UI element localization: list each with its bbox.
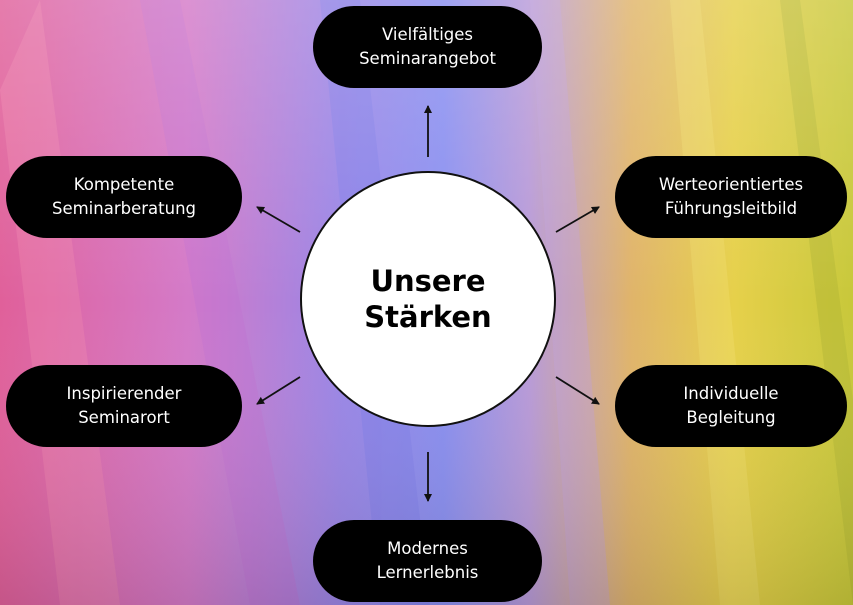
arrow-to-upper-right <box>555 206 600 233</box>
strength-top-pill: Vielfältiges Seminarangebot <box>313 6 542 88</box>
strength-bottom-pill: Modernes Lernerlebnis <box>313 520 542 602</box>
strength-upper-left-pill: Kompetente Seminarberatung <box>6 156 242 238</box>
strength-upper-right-pill: Werteorientiertes Führungsleitbild <box>615 156 847 238</box>
strength-lower-right-pill: Individuelle Begleitung <box>615 365 847 447</box>
arrow-to-lower-left <box>256 376 301 405</box>
arrow-to-upper-left <box>256 206 301 233</box>
strength-lower-left-pill: Inspirierender Seminarort <box>6 365 242 447</box>
arrow-to-lower-right <box>555 376 600 405</box>
center-circle-title: Unsere Stärken <box>300 171 556 427</box>
